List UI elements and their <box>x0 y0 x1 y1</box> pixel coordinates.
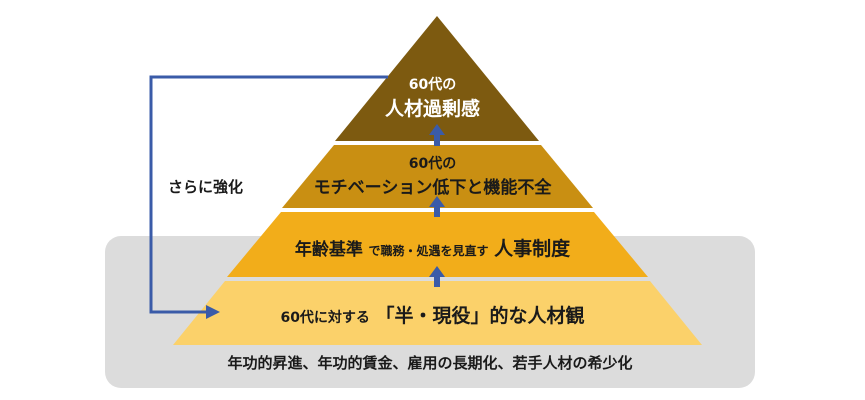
tier-bottom-part1: 60代に対する <box>280 310 370 326</box>
tier-bottom <box>173 281 702 345</box>
arrowhead-icon <box>206 305 220 319</box>
tier-bottom-label: 60代に対する 「半・現役」的な人材観 <box>0 301 865 328</box>
tier-top-line1: 60代の <box>408 77 457 93</box>
tier-bottom-part2: 「半・現役」的な人材観 <box>375 305 585 327</box>
tier-third-label: 年齢基準 で職務・処遇を見直す 人事制度 <box>0 234 865 261</box>
up-arrow-icon <box>429 266 445 287</box>
feedback-loop-arrow <box>149 75 388 314</box>
tier-top <box>335 16 539 141</box>
tier-top-line2: 人材過剰感 <box>384 98 480 120</box>
tier-third-part3: 人事制度 <box>494 238 571 260</box>
base-caption: 年功的昇進、年功的賃金、雇用の長期化、若手人材の希少化 <box>227 354 633 372</box>
tier-second-label: 60代の モチベーション低下と機能不全 <box>0 153 865 198</box>
tier-third-part2: で職務・処遇を見直す <box>368 244 489 258</box>
loop-label: さらに強化 <box>168 178 244 196</box>
tier-third-part1: 年齢基準 <box>294 240 363 260</box>
tier-third <box>227 212 648 277</box>
up-arrow-icon <box>429 124 445 146</box>
up-arrow-icon <box>429 196 445 217</box>
tier-second-line1: 60代の <box>408 156 457 172</box>
tier-top-label: 60代の 人材過剰感 <box>0 74 865 121</box>
tier-second-line2: モチベーション低下と機能不全 <box>313 178 552 198</box>
tier-second <box>282 145 593 208</box>
